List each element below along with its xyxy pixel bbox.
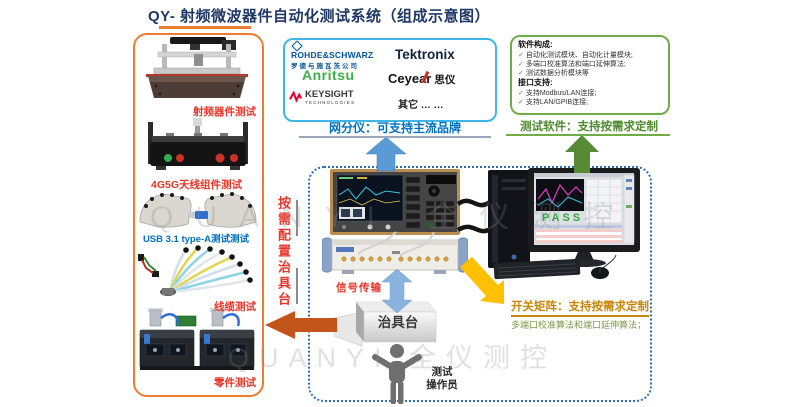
software-item: 支持Modbus/LAN连接; (525, 89, 597, 97)
software-heading-2: 接口支持: (518, 78, 553, 88)
operator-label-line1: 测试 (431, 366, 453, 378)
keysight-subtext: TECHNOLOGIES (305, 100, 356, 105)
parts-tester-illustration (139, 308, 255, 370)
instrument-zone-border (308, 166, 652, 402)
arrow-to-switch-matrix-note (460, 257, 504, 304)
vna-caption-underline (299, 136, 491, 138)
rohde-schwarz-wordmark: ROHDE&SCHWARZ (291, 50, 374, 60)
arrow-up-to-brands (365, 136, 407, 172)
config-label-rule-top (296, 200, 298, 236)
vna-brands-box (283, 38, 497, 122)
software-heading-1: 软件构成: (518, 40, 553, 49)
software-box: 软件构成: ✓自动化测试模块、自动化计量模块; ✓多端口校准算法和端口延伸算法;… (510, 35, 670, 115)
software-item: 测试数据分析模块等 (525, 70, 589, 78)
device-label-antenna: 4G5G天线组件测试 (150, 179, 242, 191)
rf-device-tester-illustration (146, 37, 248, 98)
device-label-cable: 线缆测试 (214, 301, 256, 313)
brand-keysight: KEYSIGHT TECHNOLOGIES (289, 90, 355, 105)
arrow-up-to-software (565, 135, 599, 173)
usb-fixture-illustration (139, 192, 257, 228)
config-label-rule-bottom (296, 268, 298, 304)
brand-anritsu: Anritsu (302, 67, 355, 83)
config-fixture-label: 按需配置治具台 (276, 196, 291, 308)
check-icon: ✓ (518, 99, 524, 107)
operator-person-icon (372, 344, 422, 404)
check-icon: ✓ (518, 51, 524, 59)
ceyear-chinese: 思仪 (434, 74, 456, 86)
device-panel (133, 33, 264, 397)
software-item: 支持LAN/GPIB连接; (525, 99, 589, 107)
software-caption: 测试软件：支持按需求定制 (520, 121, 658, 133)
software-item: 自动化测试模块、自动化计量模块; (525, 51, 633, 59)
switch-matrix-subtitle: 多端口校准算法和端口延伸算法； (511, 320, 647, 330)
operator-label: 测试 操作员 (418, 366, 466, 392)
keysight-wordmark: KEYSIGHT (305, 89, 354, 100)
brand-rohde-schwarz: ROHDE&SCHWARZ 罗德与施瓦茨公司 (291, 40, 374, 70)
fixture-table-label: 治具台 (377, 315, 419, 330)
brand-other: 其它 … … (398, 100, 444, 111)
keysight-spark-icon (289, 90, 302, 103)
rohde-schwarz-chinese: 罗德与施瓦茨公司 (291, 63, 359, 70)
software-caption-underline (506, 134, 670, 136)
vna-caption: 网分仪：可支持主流品牌 (328, 121, 461, 135)
rf-jumper-cables (357, 231, 435, 257)
title-underline (159, 26, 251, 29)
network-analyzer-illustration (330, 169, 460, 235)
pc-workstation-illustration: PASS (488, 168, 640, 280)
check-icon: ✓ (518, 89, 524, 97)
check-icon: ✓ (518, 60, 524, 68)
check-icon: ✓ (518, 70, 524, 78)
operator-label-line2: 操作员 (426, 379, 458, 391)
pass-text: PASS (542, 212, 583, 224)
arrow-left-to-devices (265, 311, 337, 339)
ceyear-wordmark: Ceyear (388, 71, 432, 86)
usb-control-cables (456, 198, 494, 234)
device-label-usb: USB 3.1 type-A测试测试 (142, 234, 250, 245)
page-title: QY- 射频微波器件自动化测试系统（组成示意图） (148, 8, 491, 25)
device-label-parts: 零件测试 (214, 377, 256, 389)
software-item: 多端口校准算法和端口延伸算法; (525, 60, 626, 68)
brand-tektronix: Tektronix (395, 47, 455, 62)
cable-tester-illustration (138, 245, 253, 296)
antenna-tester-illustration (148, 118, 248, 170)
arrow-signal-double (381, 268, 413, 314)
signal-transmission-label: 信号传输 (336, 282, 382, 294)
device-label-rf: 射频器件测试 (193, 106, 256, 118)
switch-matrix-title: 开关矩阵：支持按需求定制 (511, 298, 649, 317)
